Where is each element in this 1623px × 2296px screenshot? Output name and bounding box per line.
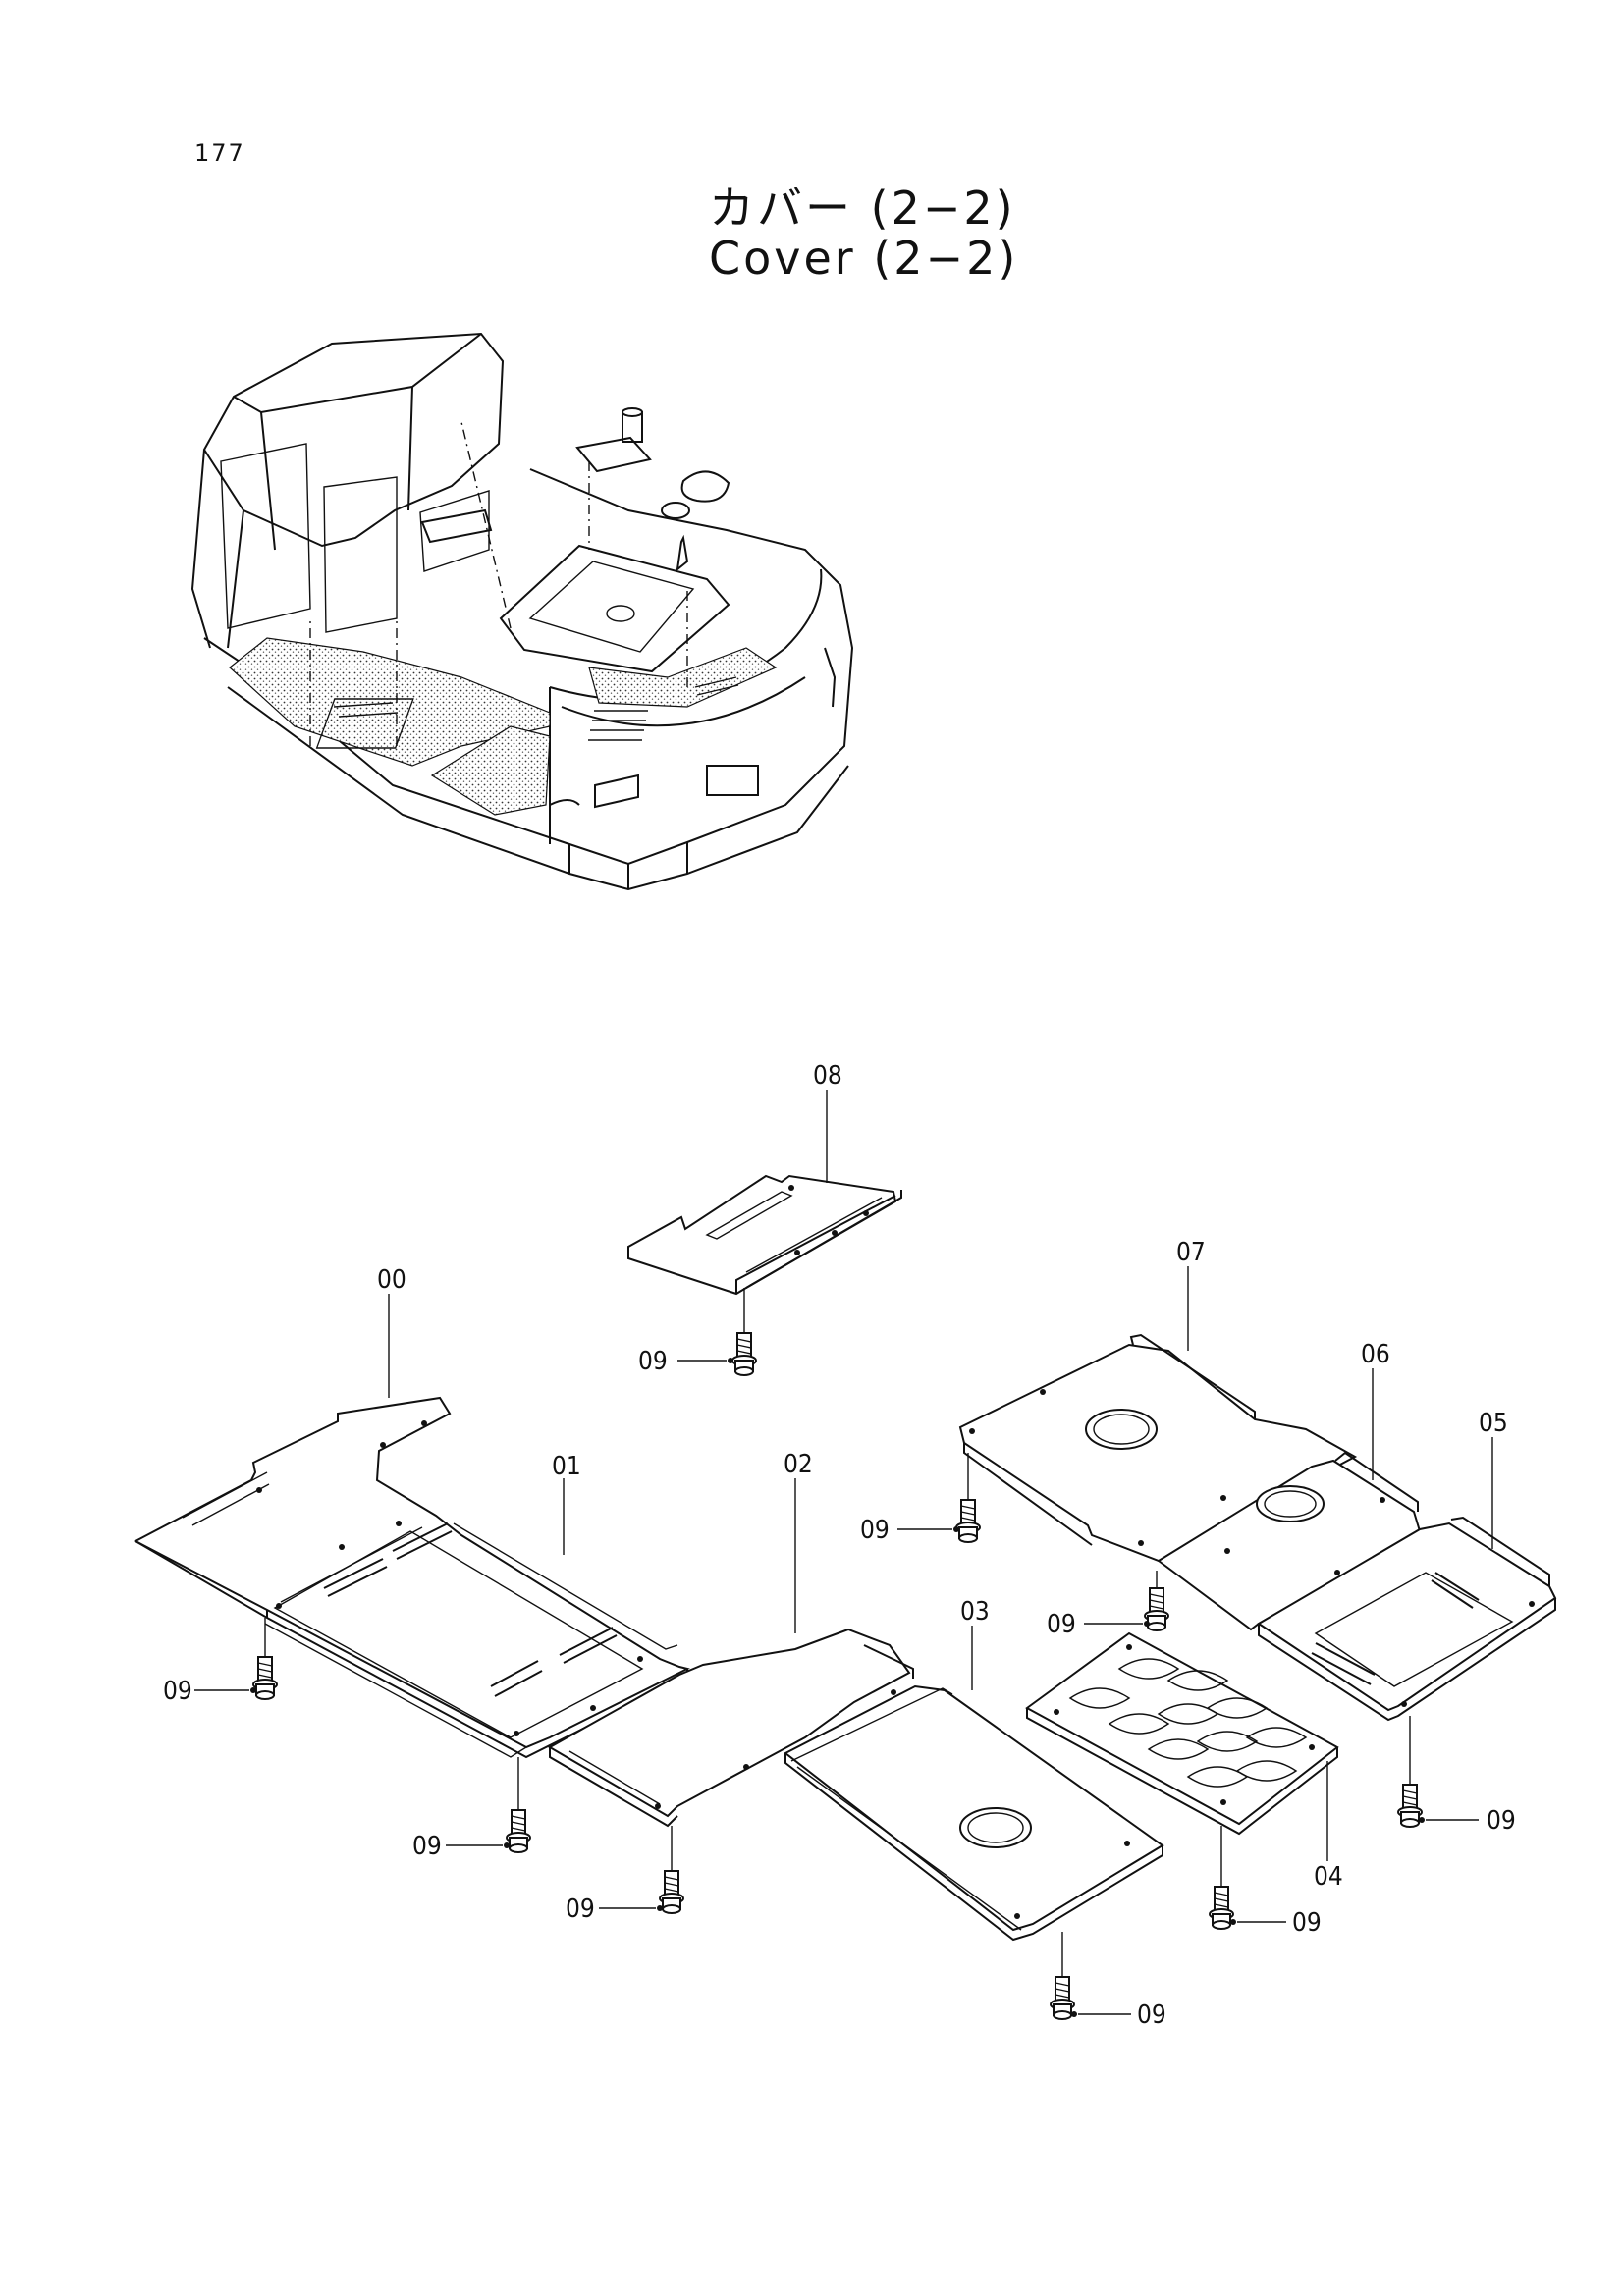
page-number: 177 <box>194 139 245 167</box>
callout-00: 00 <box>377 1265 406 1295</box>
callout-09-bolt: 09 <box>860 1516 890 1545</box>
callout-02: 02 <box>784 1450 813 1479</box>
part-08-cover-plate <box>627 1090 902 1376</box>
callout-09-bolt: 09 <box>638 1347 668 1376</box>
callout-03: 03 <box>960 1597 990 1627</box>
page-title-english: Cover (2−2) <box>709 232 1019 285</box>
part-00-01-floor-plates <box>133 1294 690 1853</box>
part-02-floor-plate <box>547 1478 914 1914</box>
callout-09-bolt: 09 <box>412 1832 442 1861</box>
page-title-japanese: カバー (2−2) <box>709 182 1016 235</box>
part-03-floor-plate <box>784 1626 1164 2020</box>
callout-08: 08 <box>813 1061 842 1091</box>
excavator-overview-illustration <box>190 332 854 891</box>
callout-04: 04 <box>1314 1862 1343 1892</box>
callout-07: 07 <box>1176 1238 1206 1267</box>
callout-05: 05 <box>1479 1409 1508 1438</box>
callout-09-bolt: 09 <box>1137 2001 1166 2030</box>
callout-09-bolt: 09 <box>1487 1806 1516 1836</box>
callout-09-bolt: 09 <box>163 1677 192 1706</box>
callout-09-bolt: 09 <box>1292 1908 1322 1938</box>
callout-labels: 00 01 02 03 04 05 06 07 08 09 09 09 09 0… <box>163 1061 1516 2030</box>
callout-09-bolt: 09 <box>1047 1610 1076 1639</box>
part-05-06-07-floor-plates <box>897 1266 1557 1828</box>
callout-06: 06 <box>1361 1340 1390 1369</box>
callout-09-bolt: 09 <box>566 1895 595 1924</box>
part-04-grating-plate <box>1025 1631 1339 1930</box>
callout-01: 01 <box>552 1452 581 1481</box>
